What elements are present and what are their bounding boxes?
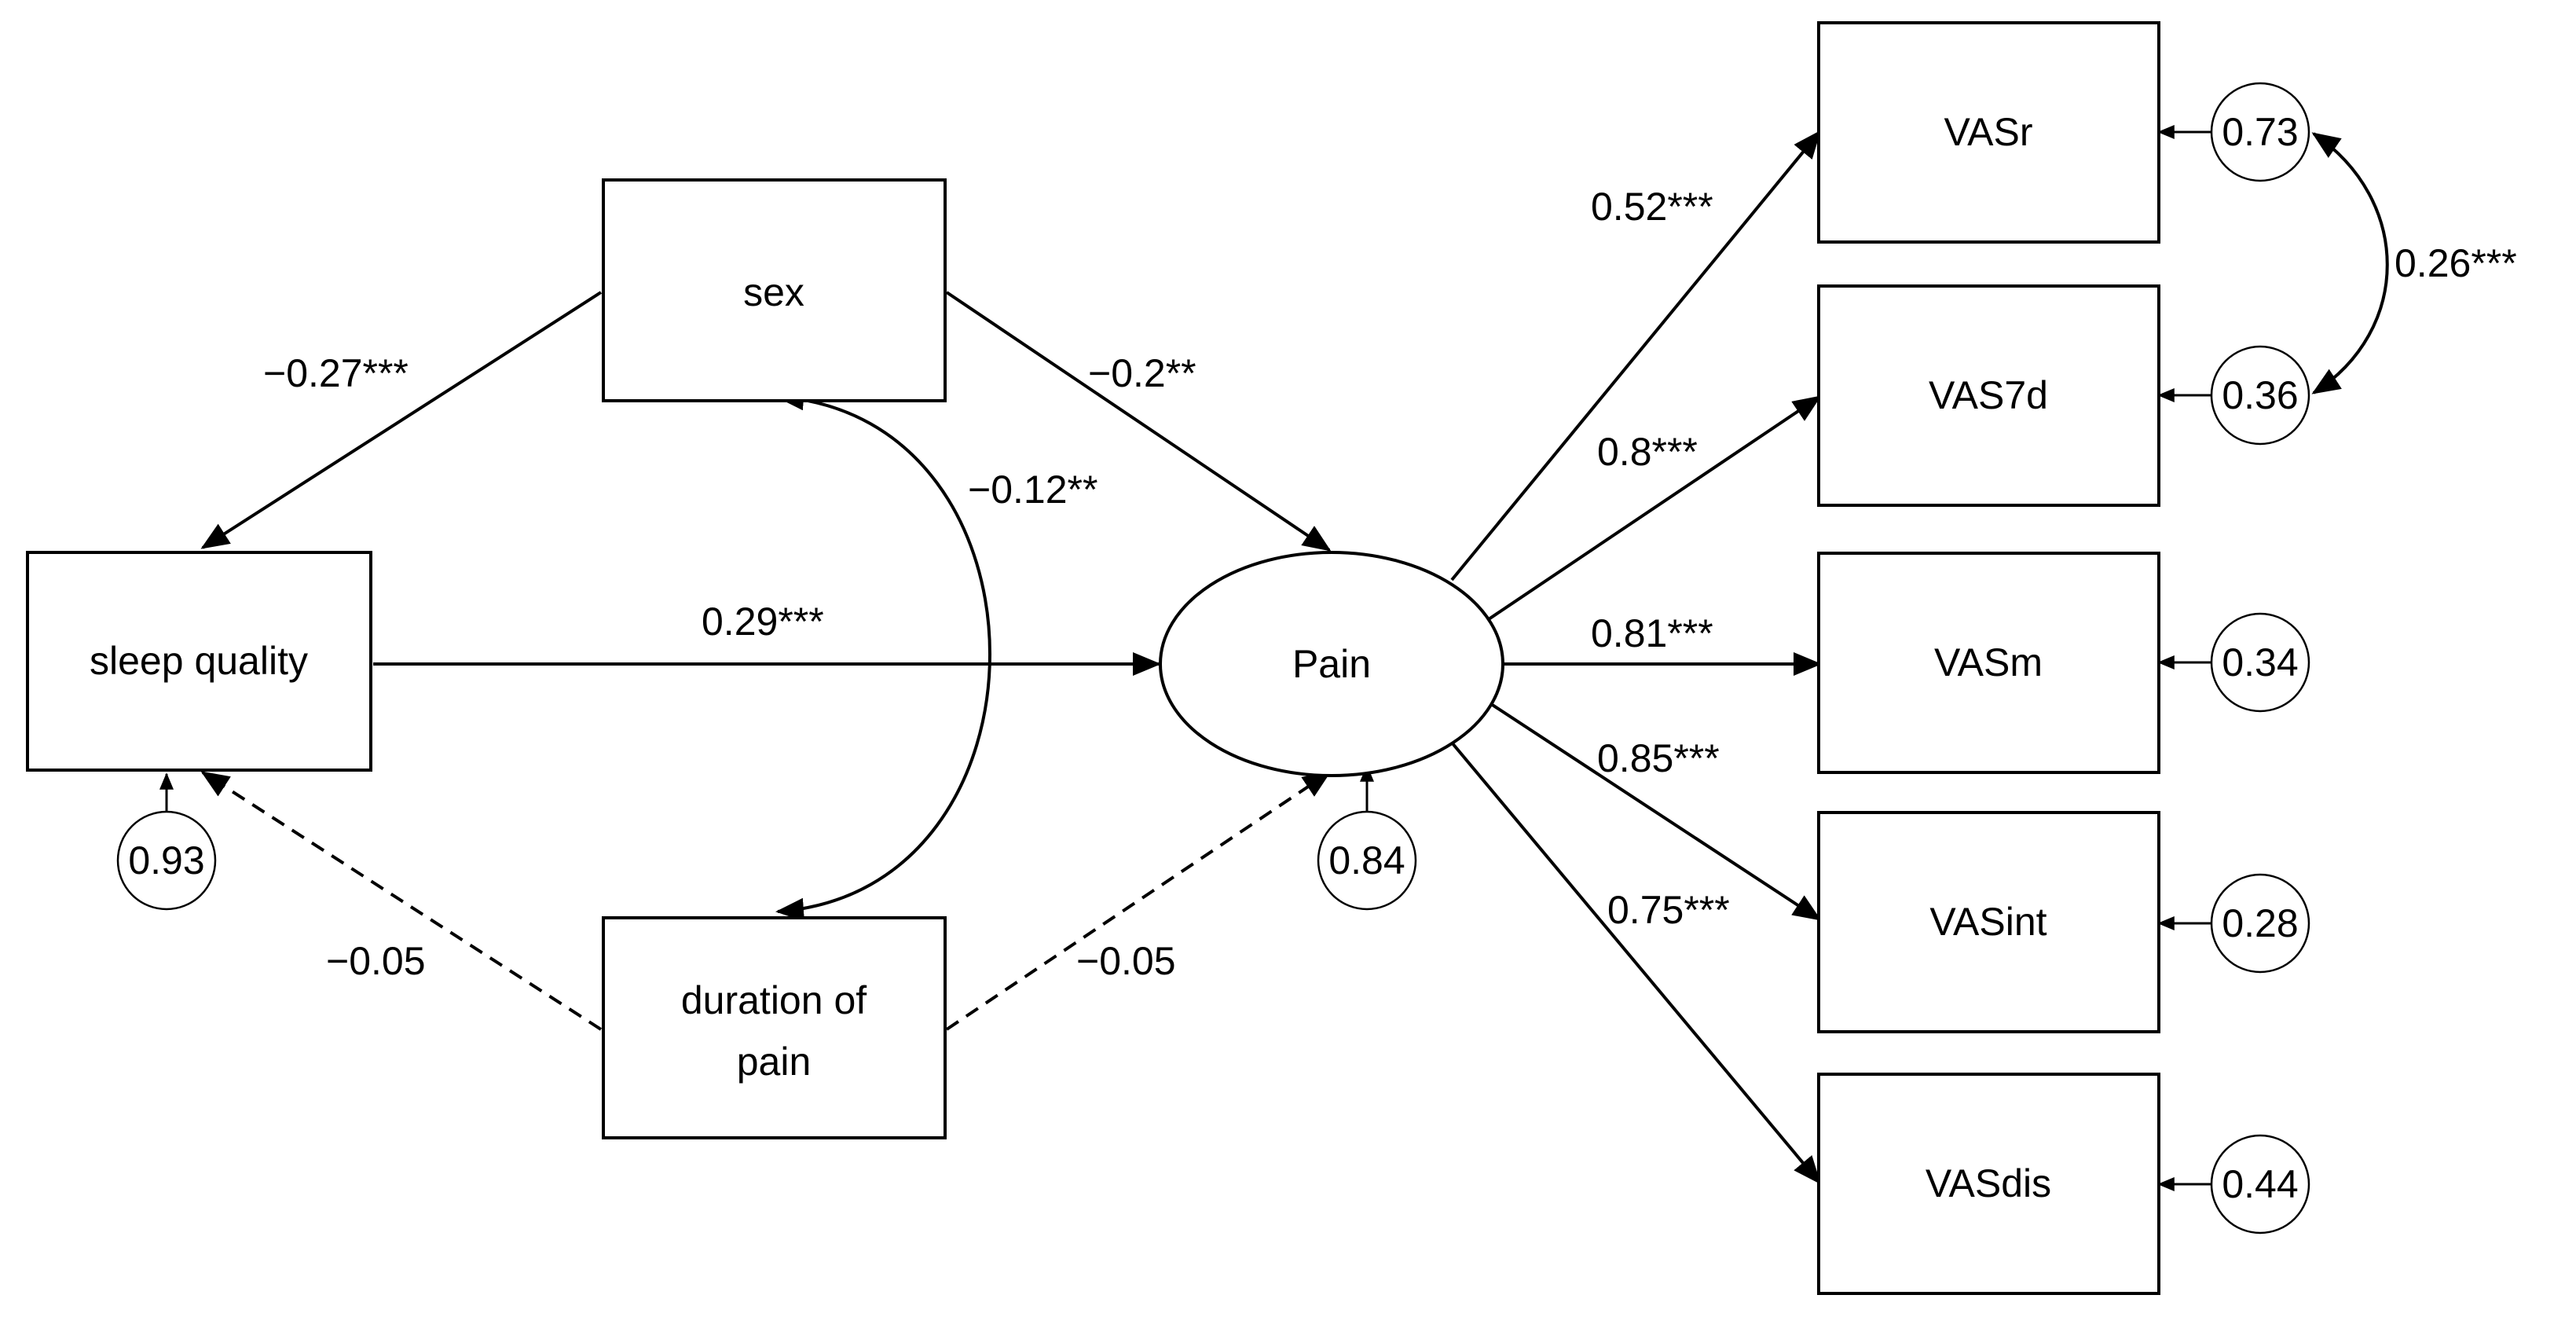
- error-vasm: 0.34: [2210, 612, 2310, 713]
- covariance-sex-duration: [775, 387, 991, 922]
- path-pain-to-vasdis: [1450, 741, 1821, 1185]
- error-vasdis: 0.44: [2210, 1134, 2310, 1234]
- coef-pain-to-vasm: 0.81***: [1591, 611, 1713, 655]
- node-vasm-label: VASm: [1934, 640, 2043, 684]
- error-pain: 0.84: [1317, 810, 1417, 911]
- coef-pain-to-vasr: 0.52***: [1591, 185, 1713, 229]
- error-vasdis-value: 0.44: [2222, 1162, 2298, 1206]
- node-pain-label: Pain: [1292, 642, 1371, 686]
- node-duration-label-line2: pain: [737, 1040, 812, 1084]
- error-vasint-value: 0.28: [2222, 901, 2298, 945]
- coef-sex-to-pain: −0.2**: [1088, 351, 1196, 395]
- error-vasm-value: 0.34: [2222, 640, 2298, 684]
- path-pain-to-vas7d: [1485, 395, 1822, 622]
- node-sex-label: sex: [743, 270, 804, 314]
- error-vasint: 0.28: [2210, 873, 2310, 974]
- path-duration-to-pain: [945, 771, 1332, 1031]
- coef-sleep-quality-to-pain: 0.29***: [702, 600, 824, 644]
- covariance-vasr-vas7d: [2311, 132, 2389, 394]
- path-pain-to-vasint: [1485, 699, 1822, 921]
- coef-vasr-vas7d-covariance: 0.26***: [2395, 241, 2517, 285]
- coef-pain-to-vas7d: 0.8***: [1597, 430, 1698, 474]
- coef-duration-to-sleep-quality: −0.05: [326, 939, 426, 983]
- node-vasint-label: VASint: [1929, 900, 2047, 944]
- path-pain-to-vasr: [1450, 130, 1821, 581]
- coef-sex-duration-covariance: −0.12**: [968, 468, 1097, 512]
- node-sleep-quality: sleep quality: [26, 551, 372, 772]
- coef-sex-to-sleep-quality: −0.27***: [263, 351, 409, 395]
- node-vasr: VASr: [1817, 21, 2160, 244]
- node-vasr-label: VASr: [1944, 110, 2033, 154]
- node-vasint: VASint: [1817, 811, 2160, 1033]
- node-pain: Pain: [1159, 551, 1504, 777]
- error-vas7d-value: 0.36: [2222, 373, 2298, 417]
- path-sex-to-pain: [945, 291, 1332, 552]
- node-duration-label-line1: duration of: [681, 978, 867, 1022]
- error-pain-value: 0.84: [1328, 838, 1405, 882]
- node-vasm: VASm: [1817, 552, 2160, 774]
- error-vasr: 0.73: [2210, 82, 2310, 182]
- node-duration-of-pain: duration of pain: [602, 916, 947, 1139]
- node-vas7d-label: VAS7d: [1929, 373, 2048, 417]
- coef-duration-to-pain: −0.05: [1076, 939, 1176, 983]
- coef-pain-to-vasint: 0.85***: [1597, 736, 1720, 780]
- node-vasdis-label: VASdis: [1926, 1161, 2051, 1205]
- node-sex: sex: [602, 178, 947, 402]
- coef-pain-to-vasdis: 0.75***: [1607, 888, 1730, 932]
- path-sex-to-sleep-quality: [200, 291, 603, 549]
- error-vasr-value: 0.73: [2222, 110, 2298, 154]
- error-sleep-quality-value: 0.93: [128, 838, 204, 882]
- path-duration-to-sleep-quality: [200, 771, 603, 1031]
- node-sleep-quality-label: sleep quality: [90, 639, 308, 683]
- error-vas7d: 0.36: [2210, 345, 2310, 446]
- node-vasdis: VASdis: [1817, 1073, 2160, 1295]
- node-vas7d: VAS7d: [1817, 284, 2160, 507]
- error-sleep-quality: 0.93: [116, 810, 217, 911]
